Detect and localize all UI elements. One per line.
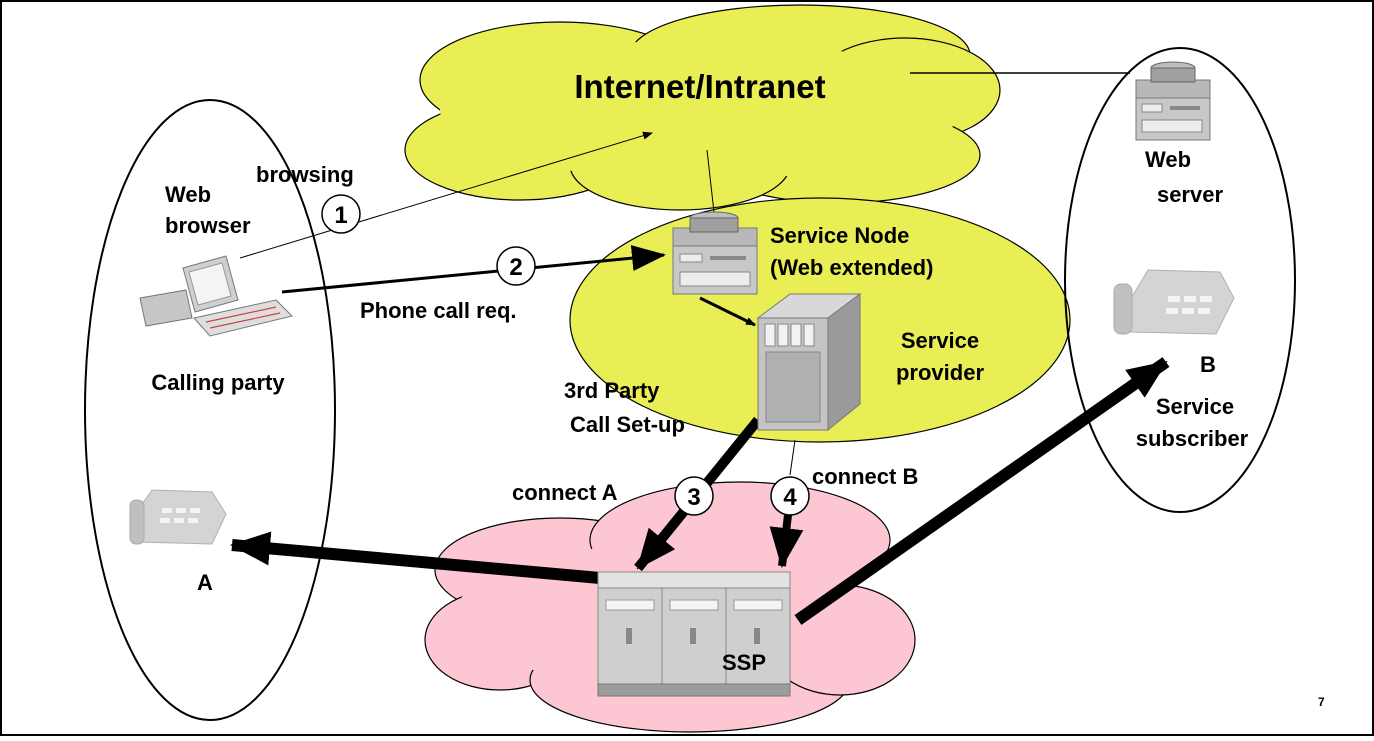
svg-text:1: 1 [334, 202, 347, 229]
svg-text:4: 4 [783, 484, 797, 511]
ssp-to-a-arrow [230, 531, 601, 584]
subscriber-domain [1064, 47, 1296, 513]
phone-call-request-label: Phone call req. [360, 298, 517, 323]
step-1-badge: 1 [321, 194, 361, 234]
third-party-label-line2: Call Set-up [570, 412, 685, 437]
phone-b-icon [1113, 269, 1235, 335]
web-server-label-line1: Web [1145, 147, 1191, 172]
ssp-switch-icon [597, 571, 791, 697]
provider-to-connectb-line [789, 439, 796, 476]
third-party-label-line1: 3rd Party [564, 378, 660, 403]
calling-party-domain [84, 99, 336, 721]
internet-label: Internet/Intranet [574, 68, 825, 105]
service-node-label-line1: Service Node [770, 223, 909, 248]
internet-cloud [404, 4, 1001, 211]
subscriber-label-line1: Service [1156, 394, 1234, 419]
calling-party-label: Calling party [151, 370, 285, 395]
browsing-line [239, 131, 653, 259]
web-browser-label-line1: Web [165, 182, 211, 207]
svg-text:3: 3 [687, 484, 700, 511]
web-browser-computer-icon [139, 255, 293, 337]
browsing-label: browsing [256, 162, 354, 187]
phone-call-request-arrow [281, 245, 666, 294]
service-node-icon [672, 211, 758, 295]
phone-b-label: B [1200, 352, 1216, 377]
phone-a-label: A [197, 570, 213, 595]
web-server-icon [1135, 61, 1211, 141]
ssp-label: SSP [722, 650, 766, 675]
web-server-label-line2: server [1157, 182, 1224, 207]
node-to-provider-arrow [699, 296, 756, 327]
subscriber-label-line2: subscriber [1136, 426, 1249, 451]
step-2-badge: 2 [496, 246, 536, 286]
phone-a-icon [129, 489, 227, 545]
ssp-to-b-arrow [794, 357, 1170, 625]
service-node-label-line2: (Web extended) [770, 255, 933, 280]
service-provider-icon [756, 293, 862, 432]
service-provider-label-line1: Service [901, 328, 979, 353]
connect-a-label: connect A [512, 480, 618, 505]
svg-text:2: 2 [509, 254, 522, 281]
step-3-badge: 3 [674, 476, 714, 516]
web-browser-label-line2: browser [165, 213, 251, 238]
page-number: 7 [1318, 695, 1325, 709]
connect-b-label: connect B [812, 464, 918, 489]
step-4-badge: 4 [770, 476, 810, 516]
service-provider-label-line2: provider [896, 360, 984, 385]
